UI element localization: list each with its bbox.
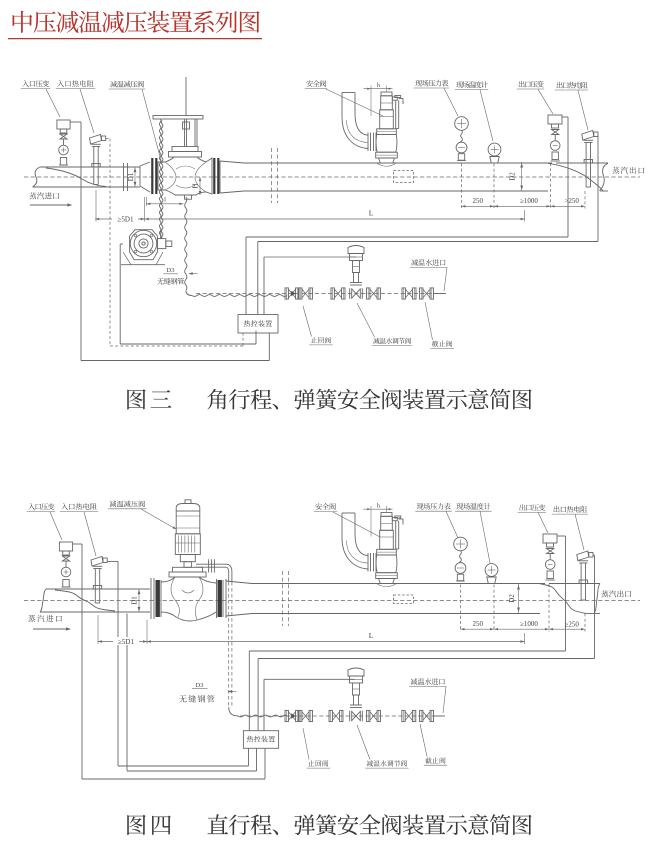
svg-text:>250: >250: [564, 197, 579, 205]
svg-text:h: h: [377, 83, 380, 89]
svg-text:L: L: [369, 209, 374, 218]
svg-text:l: l: [164, 197, 166, 204]
svg-text:250: 250: [472, 197, 483, 205]
svg-text:≥1000: ≥1000: [520, 620, 538, 628]
svg-text:L: L: [369, 631, 374, 640]
svg-text:≥250: ≥250: [565, 621, 580, 629]
svg-text:D3: D3: [196, 682, 204, 689]
svg-text:≥5D1: ≥5D1: [118, 638, 134, 646]
svg-text:250: 250: [472, 620, 483, 628]
svg-text:D1: D1: [131, 596, 139, 605]
svg-text:D2: D2: [509, 172, 517, 181]
svg-text:h: h: [377, 504, 380, 510]
svg-text:D2: D2: [508, 594, 516, 603]
svg-text:D1: D1: [127, 172, 135, 181]
svg-text:H: H: [192, 183, 200, 188]
svg-text:D3: D3: [167, 267, 175, 274]
svg-text:≥1000: ≥1000: [520, 197, 538, 205]
svg-text:≥5D1: ≥5D1: [118, 215, 134, 223]
